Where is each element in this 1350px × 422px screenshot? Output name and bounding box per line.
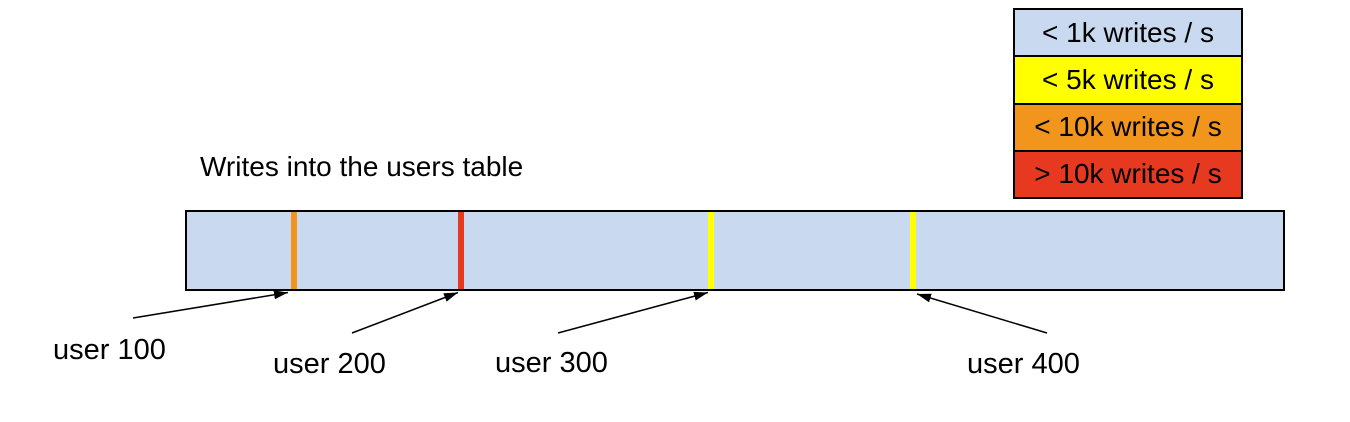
diagram-title: Writes into the users table — [200, 151, 524, 182]
legend-label-lt-5k: < 5k writes / s — [1042, 63, 1214, 95]
label-user-400: user 400 — [967, 348, 1080, 380]
stripe-user-100 — [291, 212, 297, 289]
legend-label-lt-10k: < 10k writes / s — [1034, 111, 1222, 143]
arrow-user-400 — [916, 293, 1048, 334]
arrow-user-200 — [351, 291, 459, 334]
write-rate-legend: < 1k writes / s < 5k writes / s < 10k wr… — [1013, 8, 1243, 199]
legend-row-lt-10k: < 10k writes / s — [1015, 104, 1241, 152]
legend-row-gt-10k: > 10k writes / s — [1015, 151, 1241, 197]
legend-label-lt-1k: < 1k writes / s — [1042, 16, 1214, 48]
label-user-300: user 300 — [495, 347, 608, 379]
stripe-user-200 — [458, 212, 464, 289]
stripe-user-300 — [708, 212, 714, 289]
users-table-bar — [185, 210, 1285, 291]
arrow-user-100 — [132, 290, 289, 319]
label-user-100: user 100 — [53, 334, 166, 366]
legend-row-lt-5k: < 5k writes / s — [1015, 57, 1241, 105]
legend-row-lt-1k: < 1k writes / s — [1015, 10, 1241, 58]
stripe-user-400 — [910, 212, 916, 289]
legend-label-gt-10k: > 10k writes / s — [1034, 158, 1222, 190]
label-user-200: user 200 — [273, 348, 386, 380]
arrow-user-300 — [557, 291, 709, 334]
